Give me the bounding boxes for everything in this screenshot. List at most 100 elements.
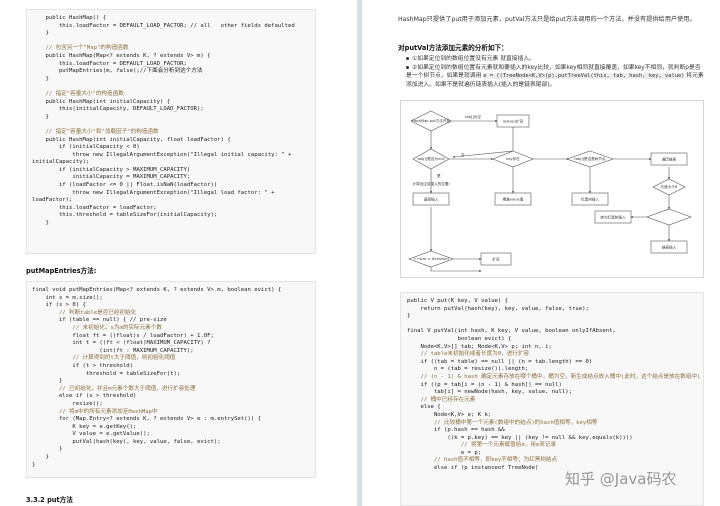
code-line: ((k = p.key) == key || (key != null && k… xyxy=(407,434,633,441)
calc-i-text: 计算出应该插入的位置i xyxy=(413,181,450,186)
len-gt8-decision: 长度大于8 xyxy=(652,178,686,196)
put-putval-code-block: public V put(K key, V value) { return pu… xyxy=(400,292,704,506)
yes-label: 是 xyxy=(437,173,441,178)
code-line: this.loadFactor = DEFAULT_LOAD_FACTOR; /… xyxy=(32,22,295,29)
expand-node: 扩容 xyxy=(480,252,512,266)
hashmap-constructors-code-block: public HashMap() { this.loadFactor = DEF… xyxy=(26,9,316,254)
code-line: boolean evict) { xyxy=(407,335,512,342)
code-line: if (t > threshold) xyxy=(32,362,134,369)
bullet-dot xyxy=(406,66,409,69)
code-line: else if (p instanceof TreeNode) xyxy=(407,465,539,472)
code-line: // 指定"容量大小"的构造函数 xyxy=(32,90,124,97)
code-line: public V put(K key, V value) { xyxy=(407,298,509,304)
resize-node: resize()扩容 xyxy=(496,114,530,128)
tree-insert-node: 红黑树插入 xyxy=(571,192,609,206)
is-tree-decision: tab[i]是否是树节点 xyxy=(566,150,614,168)
code-line: public HashMap(int initialCapacity) { xyxy=(32,98,171,105)
node-null-decision: tab[i]是否为null xyxy=(412,148,450,170)
code-line: } xyxy=(32,75,49,82)
left-document-page: public HashMap() { this.loadFactor = DEF… xyxy=(0,0,357,506)
direct-insert-label: 直接插入 xyxy=(424,197,439,202)
code-line: Node<K,V> e; K k; xyxy=(407,411,492,418)
code-line: throw new IllegalArgumentException("Ille… xyxy=(32,189,275,196)
code-line: return putVal(hash(key), key, value, fal… xyxy=(407,305,589,312)
bullet-key-compare: ②如果定位到的数组位置有元素就和要插入的key比较，如果key相同就直接覆盖，如… xyxy=(406,64,704,89)
direct-insert-node: 直接插入 xyxy=(412,192,450,206)
code-line: initialCapacity = MAXIMUM_CAPACITY; xyxy=(32,174,191,181)
code-line: threshold = tableSizeFor(t); xyxy=(32,370,181,377)
code-line xyxy=(407,321,703,329)
code-line: if (s > 0) { xyxy=(32,302,86,309)
len-gt8-label: 长度大于8 xyxy=(661,184,678,189)
traverse-label: 遍历链表 xyxy=(662,157,677,162)
bullet-text: ②如果定位到的数组位置有元素就和要插入的key比较，如果key相同就直接覆盖，如… xyxy=(406,65,701,80)
overwrite-node: 覆盖value值 xyxy=(494,192,532,206)
code-line: public HashMap() { xyxy=(32,15,107,21)
code-line: } xyxy=(32,30,49,37)
traverse-node: 遍历链表 xyxy=(650,152,688,166)
code-line: float ft = ((float)s / loadFactor) + 1.0… xyxy=(32,332,214,339)
code-line xyxy=(32,83,315,91)
key-exists-label: key存在 xyxy=(506,156,520,161)
bullet-text-tail: 将元素添加进入。如果不是就遍历链表插入(插入的是链表尾部)。 xyxy=(406,73,704,88)
flowchart-svg: HashMap put方法开始 resize()扩容 tab[]为空 tab[i… xyxy=(408,110,692,273)
code-line: // 将m中的所有元素添加至HashMap中 xyxy=(32,408,158,415)
list-insert-label: 链表插入 xyxy=(662,245,677,250)
code-line: // 指定"容量大小"和"加载因子"的构造函数 xyxy=(32,128,159,135)
code-line: this.threshold = tableSizeFor(initialCap… xyxy=(32,212,218,219)
code-line: // 包含另一个"Map"的构造函数 xyxy=(32,45,129,52)
code-line: if ((tab = table) == null || (n = tab.le… xyxy=(407,358,593,365)
code-line: (int)ft : MAXIMUM_CAPACITY); xyxy=(32,347,194,354)
putmapentries-heading: putMapEntries方法: xyxy=(26,267,97,275)
code-line: e = p; xyxy=(407,449,482,456)
code-line: } xyxy=(32,378,63,385)
is-tree-label: tab[i]是否是树节点 xyxy=(574,156,606,161)
code-line: if (table == null) { // pre-size xyxy=(32,317,167,324)
code-line: // 计算得到的t大于阈值，则初始化阈值 xyxy=(32,355,176,362)
start-node: HashMap put方法开始 xyxy=(410,110,452,132)
code-line: V value = e.getValue(); xyxy=(32,431,150,438)
bullet-dot xyxy=(406,57,409,60)
code-line: else { xyxy=(407,404,441,411)
code-line: n = (tab = resize()).length; xyxy=(407,366,529,373)
code-line: // 未初始化，s为m的实际元素个数 xyxy=(32,324,162,331)
code-line: int s = m.size(); xyxy=(32,294,103,301)
bullet-direct-insert: ①如果定位到的数组位置没有元素 就直接插入。 xyxy=(406,55,704,63)
inline-code: e = ((TreeNode<K,V>)p).putTreeVal(this, … xyxy=(483,73,685,80)
code-line: putVal(hash(key), key, value, false, evi… xyxy=(32,438,221,445)
code-line: } xyxy=(32,113,49,120)
code-line: final V putVal(int hash, K key, V value,… xyxy=(407,328,616,335)
list-insert-node: 链表插入 xyxy=(650,240,688,254)
code-line: throw new IllegalArgumentException("Ille… xyxy=(32,151,292,158)
code-line: resize(); xyxy=(32,400,103,407)
putval-flowchart: HashMap put方法开始 resize()扩容 tab[]为空 tab[i… xyxy=(400,100,704,278)
threshold-decision: ++size > threshold xyxy=(408,250,454,268)
resize-node-label: resize()扩容 xyxy=(503,119,524,124)
code-line: this.loadFactor = loadFactor; xyxy=(32,204,157,211)
code-line: final void putMapEntries(Map<? extends K… xyxy=(32,287,282,293)
size-gt-decision xyxy=(646,208,692,226)
to-tree-node: 转为红黑树插入 xyxy=(594,210,632,224)
code-line: } xyxy=(32,454,49,461)
put-method-section-heading: 3.3.2 put方法 xyxy=(26,496,73,504)
calc-i-label: 计算出应该插入的位置i xyxy=(413,181,450,186)
code-line: int t = ((ft < (float)MAXIMUM_CAPACITY) … xyxy=(32,340,211,347)
code-line: // 比较桶中第一个元素(数组中的结点)的hash值相等，key相等 xyxy=(407,419,598,426)
code-line: public HashMap(int initialCapacity, floa… xyxy=(32,136,231,143)
putval-analysis-heading: 对putVal方法添加元素的分析如下： xyxy=(398,44,508,52)
putmapentries-code-block: final void putMapEntries(Map<? extends K… xyxy=(26,281,316,478)
code-line: if (initialCapacity > MAXIMUM_CAPACITY) xyxy=(32,166,191,173)
code-line: public HashMap(Map<? extends K, ? extend… xyxy=(32,52,211,59)
expand-label: 扩容 xyxy=(492,257,500,262)
code-line: if (loadFactor <= 0 || Float.isNaN(loadF… xyxy=(32,182,218,189)
code-line: if ((p = tab[i = (n - 1) & hash]) == nul… xyxy=(407,381,562,388)
code-line: // hash值不相等，即key不相等；为红黑树结点 xyxy=(407,457,558,464)
to-tree-label: 转为红黑树插入 xyxy=(600,215,626,220)
code-line: // 判断table是否已经初始化 xyxy=(32,309,137,316)
key-exists-decision: key存在 xyxy=(492,150,534,168)
code-line: } xyxy=(407,313,411,320)
code-line: else if (s > threshold) xyxy=(32,393,137,400)
threshold-label: ++size > threshold xyxy=(413,257,448,261)
code-line: K key = e.getKey(); xyxy=(32,423,137,430)
code-line: loadFactor); xyxy=(32,197,73,204)
